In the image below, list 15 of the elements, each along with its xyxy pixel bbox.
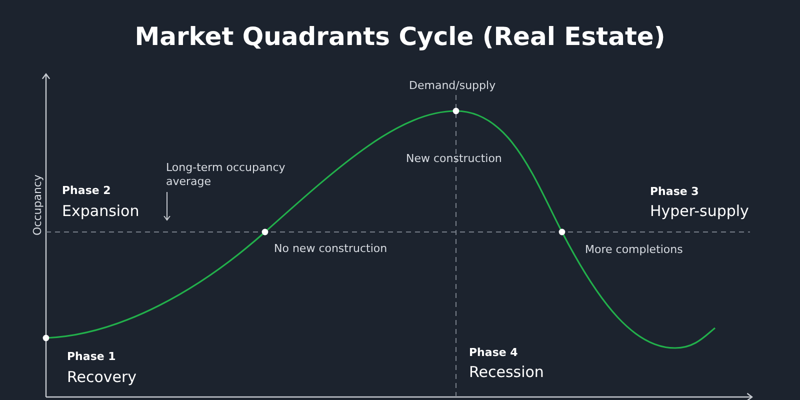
phase-number: Phase 1: [67, 349, 116, 365]
point-label: Demand/supply: [409, 78, 496, 94]
phase-number: Phase 2: [62, 183, 111, 199]
phase-name: Hyper-supply: [650, 201, 749, 222]
phase-number: Phase 3: [650, 184, 699, 200]
point-label: New construction: [406, 151, 502, 167]
phase-name: Recession: [469, 362, 544, 383]
average-note: Long-term occupancy average: [166, 161, 286, 189]
point-label: More completions: [585, 242, 683, 258]
phase-name: Expansion: [62, 201, 140, 222]
axis-label: Occupancy: [30, 174, 45, 236]
phase-name: Recovery: [67, 367, 137, 388]
chart-title: Market Quadrants Cycle (Real Estate): [134, 21, 666, 53]
point-label: No new construction: [274, 241, 388, 257]
phase-number: Phase 4: [469, 345, 518, 361]
